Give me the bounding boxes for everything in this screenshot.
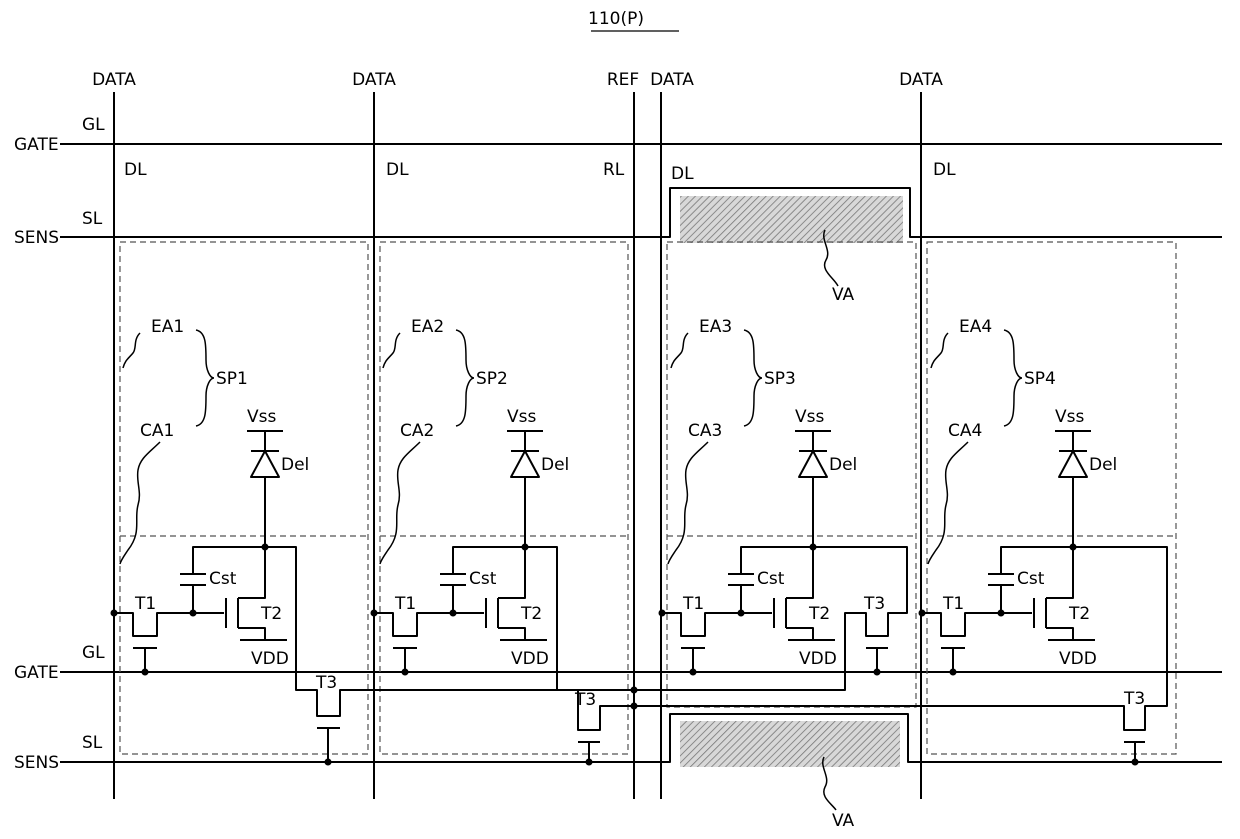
gl-label-top: GL xyxy=(82,115,105,135)
pixel-circuit-4: T1 CstT2VDD VssDel EA4SP4CA4 xyxy=(919,317,1118,676)
pixel-circuit-1: T1 CstT2VDD VssDel EA1SP1CA1 xyxy=(111,317,310,676)
cst-label-4: Cst xyxy=(1017,569,1045,589)
del-label-1: Del xyxy=(281,455,309,475)
via-label-top: VA xyxy=(832,285,855,305)
vdd-label-2: VDD xyxy=(511,649,549,669)
cst-label-3: Cst xyxy=(757,569,785,589)
t1-label-1: T1 xyxy=(134,594,156,614)
sp-label-2: SP2 xyxy=(476,369,508,389)
dl-label-4: DL xyxy=(933,160,956,180)
cst-label-2: Cst xyxy=(469,569,497,589)
t2-label-2: T2 xyxy=(520,604,542,624)
ref-label: REF xyxy=(607,70,639,90)
ca-label-1: CA1 xyxy=(140,421,174,441)
sens-label-top: SENS xyxy=(14,228,59,248)
del-label-4: Del xyxy=(1089,455,1117,475)
t1-label-2: T1 xyxy=(394,594,416,614)
vss-label-4: Vss xyxy=(1055,407,1084,427)
sp-label-3: SP3 xyxy=(764,369,796,389)
vdd-label-4: VDD xyxy=(1059,649,1097,669)
ca-label-2: CA2 xyxy=(400,421,434,441)
t1-label-4: T1 xyxy=(942,594,964,614)
data-label-2: DATA xyxy=(352,70,396,90)
data-label-4: DATA xyxy=(899,70,943,90)
figure-label: 110(P) xyxy=(588,9,644,29)
t3-label-3: T3 xyxy=(863,594,885,614)
via-region-top xyxy=(680,196,903,243)
via-label-bottom: VA xyxy=(832,811,855,831)
pixel-circuit-2: T1 CstT2VDD VssDel EA2SP2CA2 xyxy=(371,317,570,676)
sl-label-top: SL xyxy=(82,209,103,229)
gate-label-bottom: GATE xyxy=(14,663,59,683)
ea-label-2: EA2 xyxy=(411,317,444,337)
gl-label-bottom: GL xyxy=(82,643,105,663)
del-label-2: Del xyxy=(541,455,569,475)
data-label-3: DATA xyxy=(650,70,694,90)
ea-label-1: EA1 xyxy=(151,317,184,337)
sens-label-bottom: SENS xyxy=(14,753,59,773)
vss-label-2: Vss xyxy=(507,407,536,427)
vss-label-3: Vss xyxy=(795,407,824,427)
ca-label-4: CA4 xyxy=(948,421,982,441)
del-label-3: Del xyxy=(829,455,857,475)
ea-label-3: EA3 xyxy=(699,317,732,337)
dl-label-3: DL xyxy=(671,164,694,184)
bus-lines xyxy=(60,92,1222,799)
via-region-bottom xyxy=(680,721,900,767)
region-outlines xyxy=(120,242,1176,754)
sp-label-4: SP4 xyxy=(1024,369,1056,389)
sl-label-bottom: SL xyxy=(82,733,103,753)
gate-label-top: GATE xyxy=(14,135,59,155)
dl-label-2: DL xyxy=(386,160,409,180)
t2-label-3: T2 xyxy=(808,604,830,624)
pixel-circuits: T1 CstT2VDD VssDel EA1SP1CA1T1 CstT2VDD VssDe… xyxy=(111,317,1118,676)
t2-label-1: T2 xyxy=(260,604,282,624)
ea-label-4: EA4 xyxy=(959,317,992,337)
t3-label-2: T3 xyxy=(574,690,596,710)
t3-label-4: T3 xyxy=(1123,689,1145,709)
vdd-label-3: VDD xyxy=(799,649,837,669)
t3-label-1: T3 xyxy=(315,673,337,693)
ca-label-3: CA3 xyxy=(688,421,722,441)
cst-label-1: Cst xyxy=(209,569,237,589)
t2-label-4: T2 xyxy=(1068,604,1090,624)
pixel-circuit-3: T1 CstT2VDD VssDel EA3SP3CA3 xyxy=(659,317,858,676)
rl-label: RL xyxy=(603,160,625,180)
sp-label-1: SP1 xyxy=(216,369,248,389)
vss-label-1: Vss xyxy=(247,407,276,427)
data-label-1: DATA xyxy=(92,70,136,90)
vdd-label-1: VDD xyxy=(251,649,289,669)
dl-label-1: DL xyxy=(124,160,147,180)
t1-label-3: T1 xyxy=(682,594,704,614)
